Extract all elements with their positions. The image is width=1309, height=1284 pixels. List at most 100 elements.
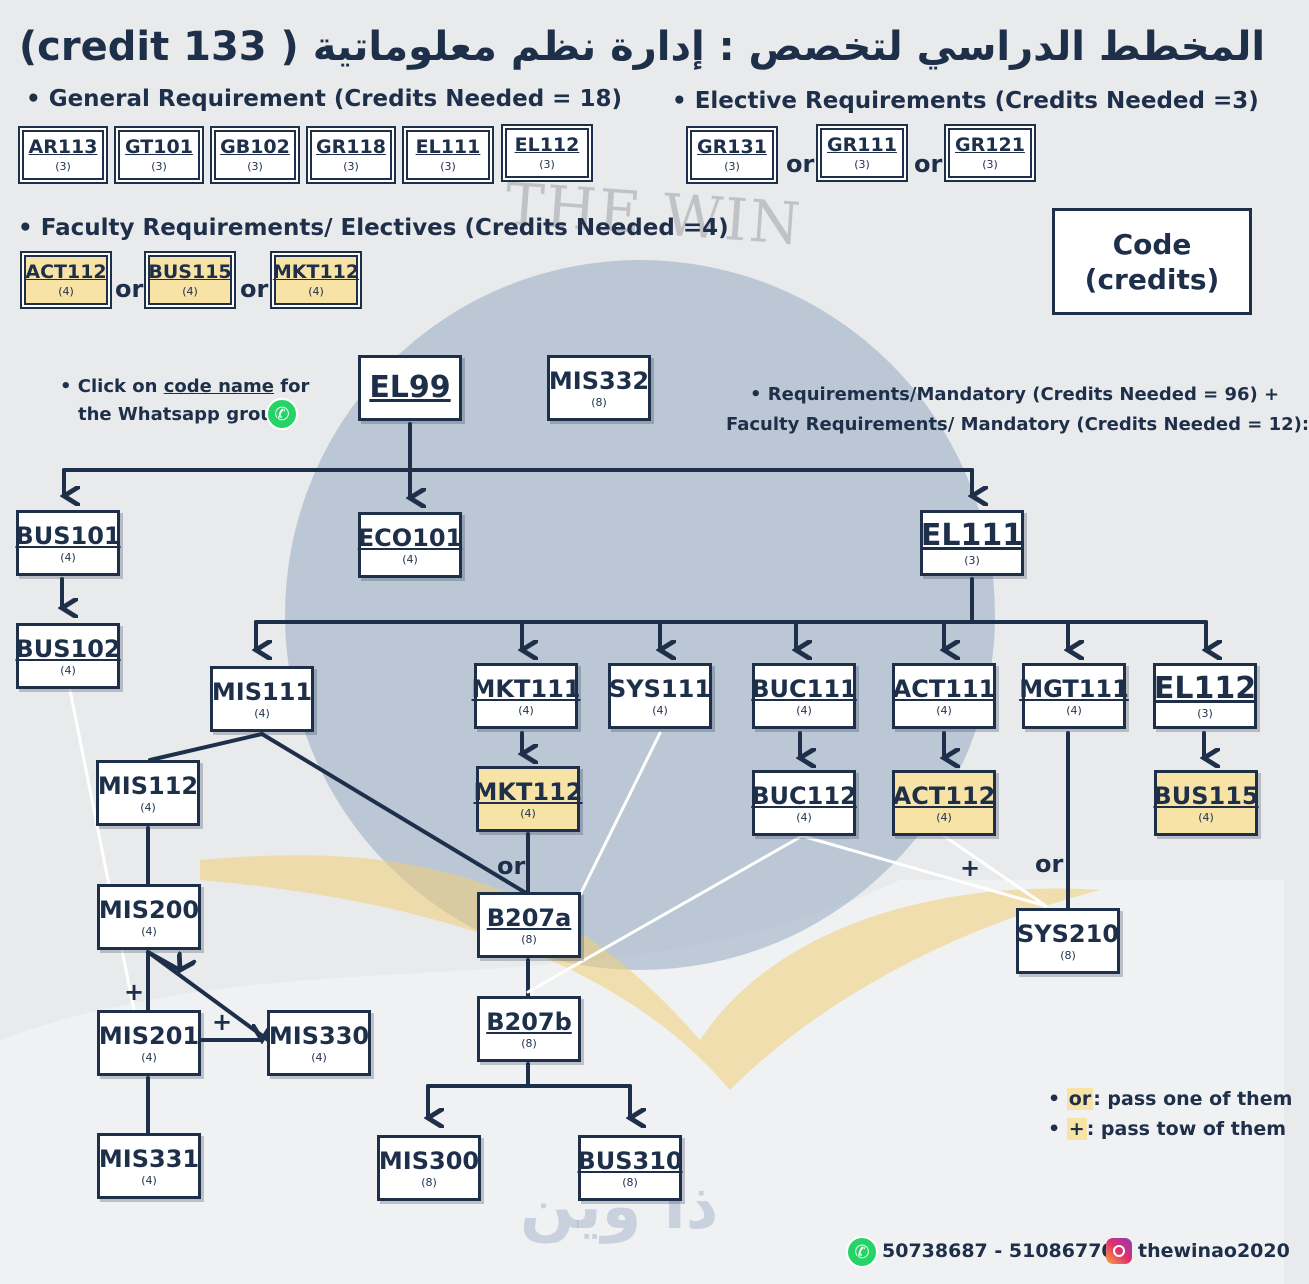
- legend-code: Code: [1112, 227, 1192, 261]
- course-code: MIS112: [97, 771, 199, 800]
- course-code: MGT111: [1019, 674, 1129, 703]
- course-gt101[interactable]: GT101(3): [118, 130, 200, 180]
- course-code: BUC112: [751, 781, 857, 810]
- course-mis330[interactable]: MIS330(4): [267, 1010, 371, 1076]
- course-el111[interactable]: EL111(3): [920, 510, 1024, 576]
- course-credits: (3): [964, 553, 980, 567]
- course-el112[interactable]: EL112(3): [1153, 663, 1257, 729]
- course-credits: (4): [308, 285, 324, 298]
- click-note: • Click on code name for: [60, 376, 309, 397]
- course-code: EL111: [920, 517, 1024, 553]
- mandatory-heading-line2: Faculty Requirements/ Mandatory (Credits…: [726, 414, 1309, 435]
- course-code: GB102: [220, 136, 290, 158]
- mandatory-heading-line1: • Requirements/Mandatory (Credits Needed…: [750, 384, 1280, 405]
- connector-line: [148, 732, 264, 762]
- course-code: MIS111: [211, 677, 313, 706]
- course-ar113[interactable]: AR113(3): [22, 130, 104, 180]
- faculty-electives-heading: • Faculty Requirements/ Electives (Credi…: [18, 215, 729, 241]
- course-buc112[interactable]: BUC112(4): [751, 770, 857, 836]
- course-mis332[interactable]: MIS332(8): [547, 355, 651, 421]
- or-label: or: [1035, 850, 1064, 878]
- course-act112[interactable]: ACT112 (4): [24, 255, 108, 305]
- course-b207b[interactable]: B207b(8): [477, 996, 581, 1062]
- course-sys111[interactable]: SYS111(4): [608, 663, 712, 729]
- course-mis300[interactable]: MIS300(8): [377, 1135, 481, 1201]
- course-credits: (4): [796, 703, 812, 717]
- connector-line: [260, 732, 528, 895]
- key-plus-term: +: [1066, 1118, 1087, 1140]
- course-buc111[interactable]: BUC111(4): [751, 663, 857, 729]
- course-code: EL111: [415, 136, 481, 158]
- or-label: or: [497, 852, 526, 880]
- page-title: المخطط الدراسي لتخصص : إدارة نظم معلومات…: [18, 24, 1266, 70]
- course-mis201[interactable]: MIS201(4): [97, 1010, 201, 1076]
- course-credits: (4): [311, 1050, 327, 1064]
- or-label: or: [115, 275, 144, 303]
- course-mis331[interactable]: MIS331(4): [97, 1133, 201, 1199]
- course-credits: (3): [440, 160, 456, 173]
- course-mkt111[interactable]: MKT111(4): [472, 663, 580, 729]
- course-code: GR118: [316, 136, 386, 158]
- whatsapp-icon[interactable]: ✆: [266, 398, 298, 430]
- course-code: ACT112: [25, 261, 107, 283]
- course-act112[interactable]: ACT112(4): [892, 770, 996, 836]
- course-code: MIS201: [98, 1021, 200, 1050]
- course-b207a[interactable]: B207a(8): [477, 892, 581, 958]
- course-gr121[interactable]: GR121(3): [948, 128, 1032, 178]
- course-bus115[interactable]: BUS115(4): [148, 255, 232, 305]
- course-credits: (8): [622, 1175, 638, 1189]
- course-bus102[interactable]: BUS102(4): [15, 623, 121, 689]
- footer-phones: 50738687 - 51086770: [882, 1240, 1115, 1262]
- course-act111[interactable]: ACT111(4): [892, 663, 996, 729]
- general-requirement-heading: • General Requirement (Credits Needed = …: [26, 86, 622, 112]
- key-or-desc: : pass one of them: [1093, 1088, 1293, 1110]
- key-plus: • +: pass tow of them: [1048, 1118, 1287, 1140]
- course-credits: (8): [521, 1036, 537, 1050]
- course-credits: (4): [60, 550, 76, 564]
- instagram-icon[interactable]: [1106, 1238, 1132, 1264]
- course-credits: (3): [854, 158, 870, 171]
- course-code: MIS332: [548, 366, 650, 395]
- course-code: EL112: [514, 134, 580, 156]
- connector-line: [800, 834, 1048, 908]
- course-code: ECO101: [357, 523, 463, 552]
- course-credits: (4): [141, 924, 157, 938]
- course-credits: (3): [247, 160, 263, 173]
- whatsapp-icon[interactable]: ✆: [846, 1236, 878, 1268]
- course-code: GR121: [955, 134, 1025, 156]
- course-eco101[interactable]: ECO101(4): [358, 512, 462, 578]
- course-mis112[interactable]: MIS112(4): [96, 760, 200, 826]
- course-code: BUS102: [15, 634, 121, 663]
- course-gr111[interactable]: GR111(3): [820, 128, 904, 178]
- course-gr131[interactable]: GR131(3): [690, 130, 774, 180]
- course-code: GR131: [697, 136, 767, 158]
- connector-line: [526, 834, 804, 994]
- course-mkt112[interactable]: MKT112(4): [474, 766, 582, 832]
- course-bus310[interactable]: BUS310(8): [577, 1135, 683, 1201]
- course-credits: (4): [1066, 703, 1082, 717]
- course-mkt112[interactable]: MKT112(4): [273, 255, 359, 305]
- course-gb102[interactable]: GB102 (3): [214, 130, 296, 180]
- course-el112[interactable]: EL112(3): [505, 128, 589, 178]
- or-label: or: [914, 150, 943, 178]
- course-mgt111[interactable]: MGT111(4): [1019, 663, 1129, 729]
- course-el111[interactable]: EL111 (3): [406, 130, 490, 180]
- course-credits: (4): [402, 552, 418, 566]
- course-gr118[interactable]: GR118(3): [310, 130, 392, 180]
- connector-line: [68, 688, 136, 1012]
- course-bus115[interactable]: BUS115(4): [1153, 770, 1259, 836]
- course-mis200[interactable]: MIS200(4): [97, 884, 201, 950]
- course-code: SYS111: [608, 674, 712, 703]
- key-or: • or: pass one of them: [1048, 1088, 1293, 1110]
- course-code: EL112: [1153, 670, 1257, 706]
- course-credits: (4): [140, 800, 156, 814]
- course-el99[interactable]: EL99: [358, 355, 462, 421]
- course-sys210[interactable]: SYS210(8): [1016, 908, 1120, 974]
- course-credits: (4): [520, 806, 536, 820]
- course-mis111[interactable]: MIS111(4): [210, 666, 314, 732]
- course-bus101[interactable]: BUS101(4): [15, 510, 121, 576]
- course-code: MIS331: [98, 1144, 200, 1173]
- plus-label: +: [124, 978, 145, 1006]
- course-credits: (4): [182, 285, 198, 298]
- course-credits: (4): [58, 285, 74, 298]
